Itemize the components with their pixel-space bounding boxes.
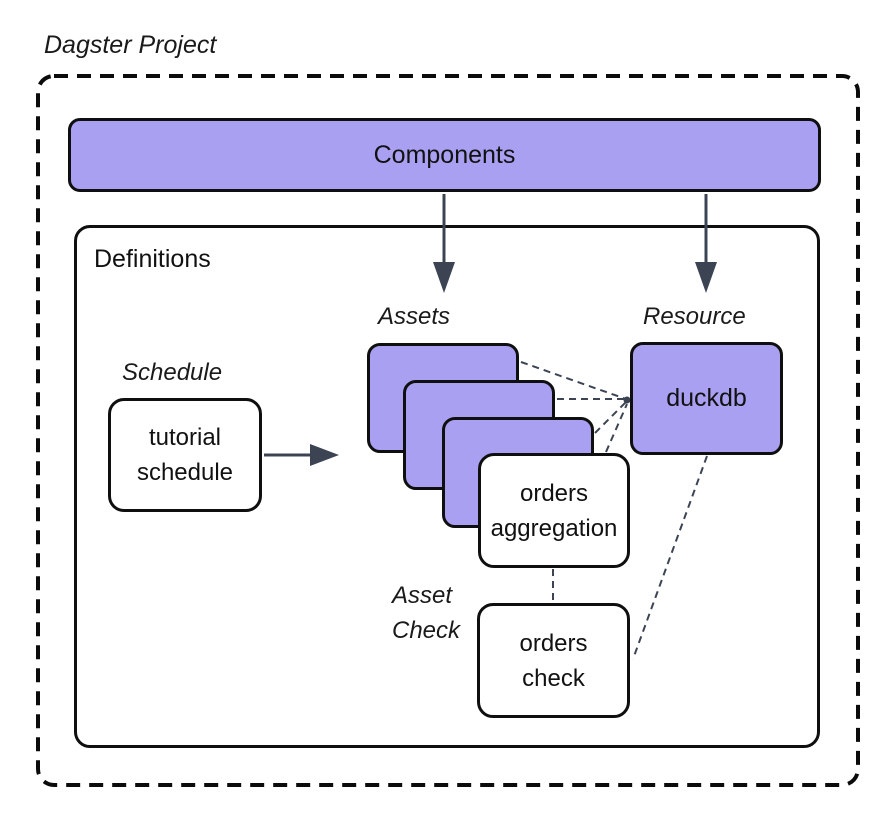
components-bar: Components	[68, 118, 821, 192]
asset-check-label-line2: Check	[392, 617, 461, 644]
asset-check-section-label: Asset Check	[392, 578, 460, 648]
orders-aggregation-line2: aggregation	[490, 514, 618, 542]
orders-check-line2: check	[522, 664, 585, 692]
orders-check-node: orders check	[477, 603, 630, 718]
definitions-label: Definitions	[94, 245, 211, 273]
tutorial-schedule-line2: schedule	[136, 459, 234, 486]
diagram-title: Dagster Project	[44, 31, 217, 59]
orders-aggregation-node: orders aggregation	[478, 453, 630, 568]
tutorial-schedule-node: tutorial schedule	[108, 398, 262, 512]
components-label: Components	[373, 140, 516, 169]
tutorial-schedule-line1: tutorial	[148, 424, 222, 451]
orders-check-line1: orders	[519, 629, 588, 657]
duckdb-resource-node: duckdb	[630, 342, 783, 455]
resource-section-label: Resource	[643, 303, 746, 330]
duckdb-label: duckdb	[666, 384, 747, 412]
asset-check-label-line1: Asset	[392, 582, 453, 609]
orders-aggregation-line1: orders	[519, 479, 589, 507]
assets-section-label: Assets	[378, 303, 451, 330]
schedule-section-label: Schedule	[122, 359, 223, 386]
